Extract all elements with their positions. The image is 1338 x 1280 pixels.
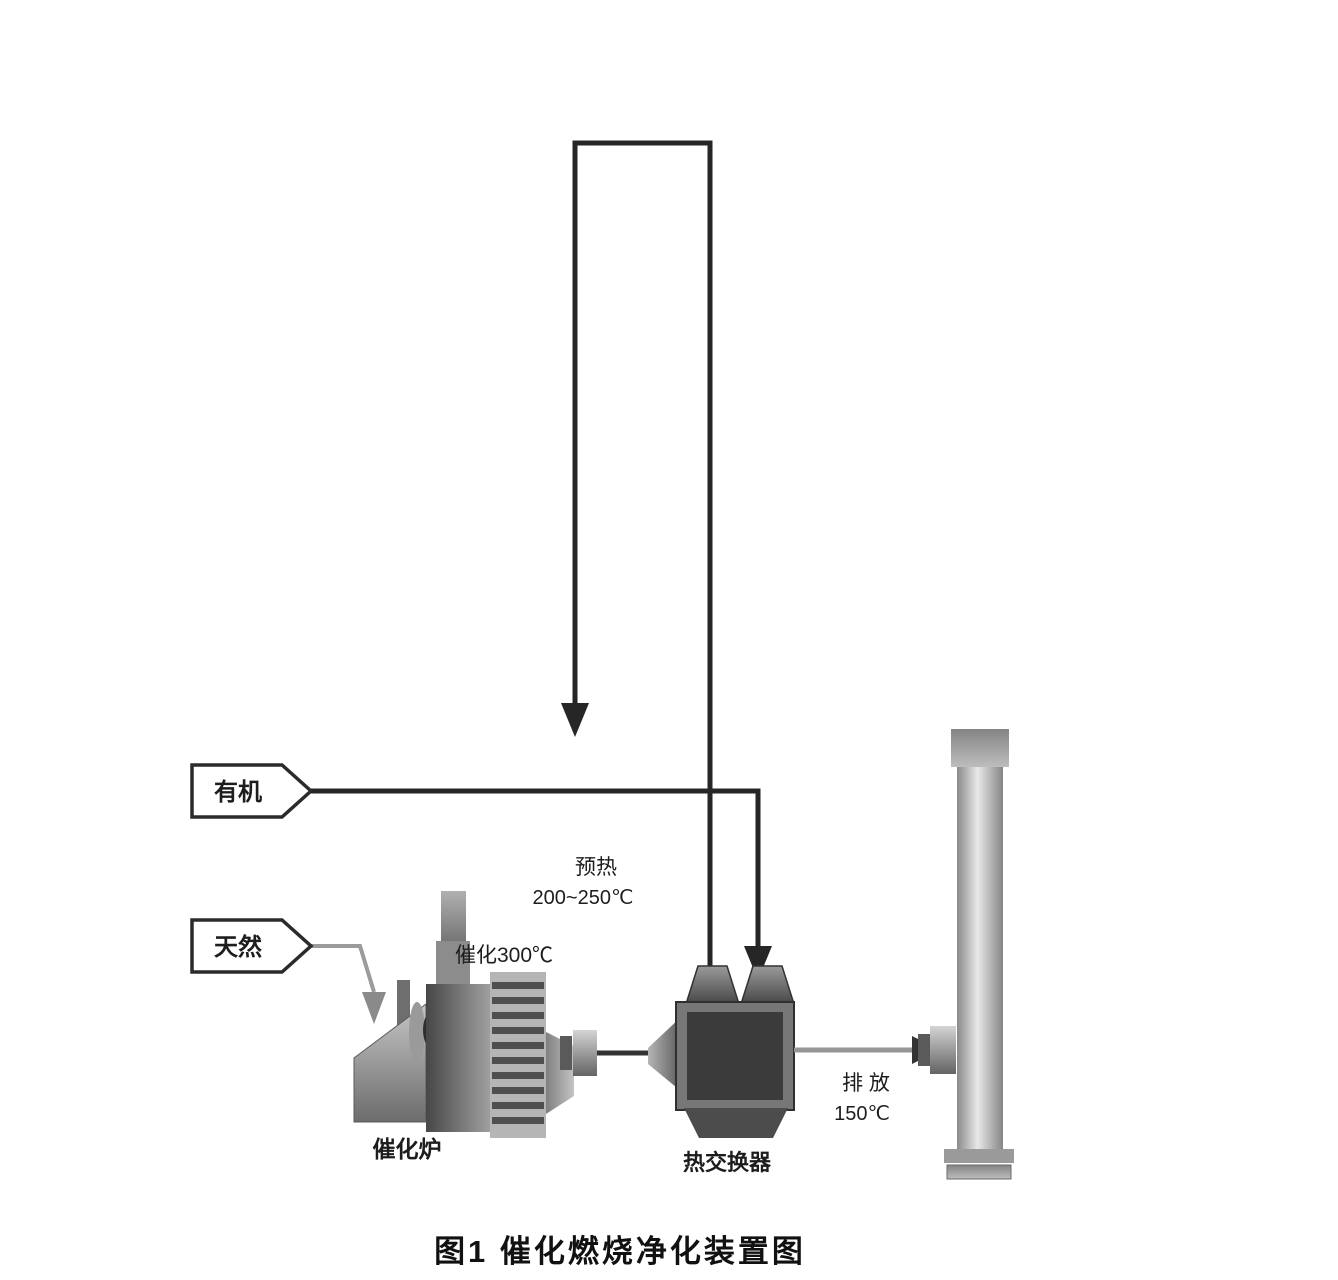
heat-exchanger: [648, 965, 796, 1138]
grate-stripe: [492, 1042, 544, 1049]
furnace-grate-column: [490, 972, 546, 1138]
pipe-flange-small: [560, 1036, 572, 1070]
recycle-pipe-line: [572, 140, 713, 968]
exchanger-right-hump: [739, 965, 796, 1005]
stack-base-ring-top: [944, 1149, 1014, 1163]
pipe-flange-large: [573, 1030, 597, 1076]
exchanger-inlet-cone: [648, 1016, 682, 1092]
exchanger-label: 热交换器: [683, 1150, 772, 1175]
organic-pipe-line: [311, 788, 761, 948]
stack-cap: [951, 729, 1009, 767]
grate-stripe: [492, 997, 544, 1004]
catalysis-temp-label: 催化300℃: [455, 944, 553, 967]
tag-natural-label: 天然: [214, 933, 262, 961]
recycle-pipe-arrow-icon: [561, 703, 589, 737]
furnace-disc: [409, 1002, 425, 1062]
figure-caption: 图1 催化燃烧净化装置图: [434, 1234, 806, 1269]
furnace-stack-base: [436, 941, 470, 987]
grate-stripe: [492, 1072, 544, 1079]
grate-stripe: [492, 1027, 544, 1034]
chimney-stack: [944, 729, 1014, 1180]
grate-stripe: [492, 1117, 544, 1124]
natural-pipe-arrow-icon: [362, 992, 386, 1024]
tag-natural: 天然: [190, 918, 314, 974]
stack-base-ring-bottom: [946, 1164, 1012, 1180]
grate-stripe: [492, 1102, 544, 1109]
exchanger-to-stack-pipe: [794, 1026, 956, 1074]
natural-gas-pipe: [311, 944, 386, 1024]
stack-flange-small: [918, 1034, 930, 1066]
tag-organic-shape: [190, 763, 314, 819]
exhaust-temp-label: 150℃: [834, 1103, 890, 1125]
grate-stripe: [492, 982, 544, 989]
exchanger-left-hump: [684, 965, 741, 1005]
exhaust-label: 排 放: [842, 1072, 890, 1095]
stack-body: [957, 767, 1003, 1151]
preheat-label: 预热: [575, 856, 617, 879]
organic-gas-pipe: [311, 788, 772, 980]
catalytic-furnace: [353, 891, 574, 1138]
preheat-temp-label: 200~250℃: [533, 887, 634, 909]
furnace-label: 催化炉: [373, 1136, 442, 1162]
stack-flange-large: [930, 1026, 956, 1074]
grate-stripe: [492, 1012, 544, 1019]
tag-organic-label: 有机: [214, 779, 262, 806]
tag-natural-shape: [190, 918, 314, 974]
grate-stripe: [492, 1057, 544, 1064]
organic-pipe-arrow-icon: [744, 946, 772, 980]
furnace-top-stack: [441, 891, 466, 947]
furnace-main-body: [426, 984, 492, 1132]
grate-stripe: [492, 1087, 544, 1094]
natural-pipe-line: [311, 944, 376, 993]
recycle-pipe-loop: [561, 140, 713, 968]
tag-organic: 有机: [190, 763, 314, 819]
furnace-to-exchanger-pipe: [560, 1030, 654, 1076]
exchanger-front-face: [687, 1012, 783, 1100]
exchanger-base: [684, 1108, 788, 1138]
